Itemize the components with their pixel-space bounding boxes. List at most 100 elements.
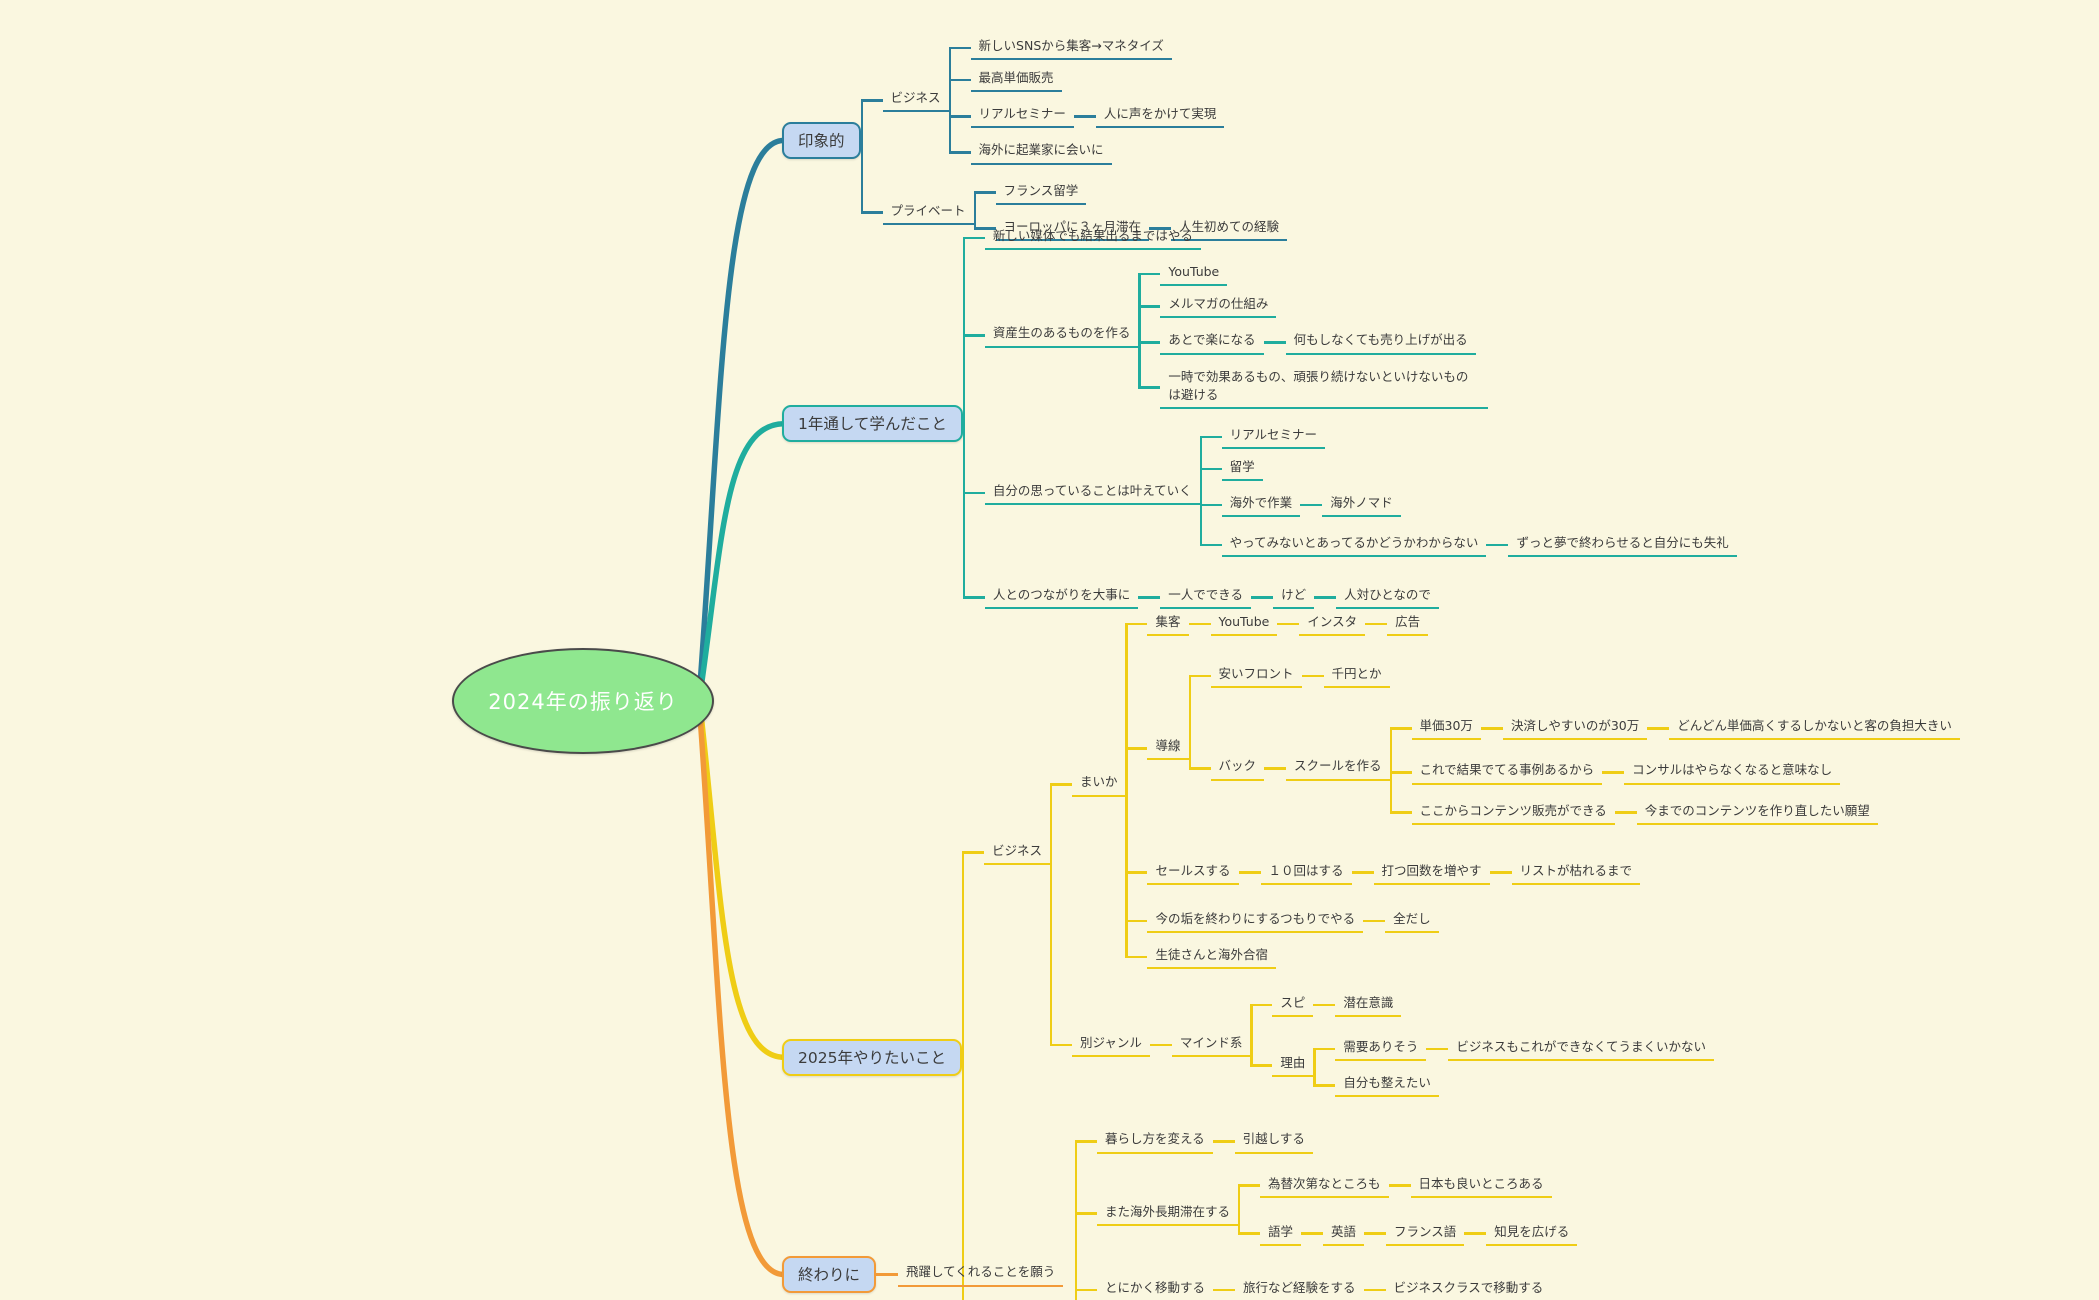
- topic[interactable]: これで結果でてる事例あるから: [1411, 760, 1603, 785]
- topic[interactable]: とにかく移動する: [1096, 1278, 1213, 1300]
- topic[interactable]: 人対ひとなので: [1336, 585, 1439, 610]
- topic[interactable]: 打つ回数を増やす: [1373, 861, 1490, 885]
- subtree: リストが枯れるまで: [1511, 861, 1641, 885]
- children-group: マインド系スピ潜在意識理由需要ありそうビジネスもこれができなくてうまくいかない自…: [1149, 981, 1715, 1109]
- topic[interactable]: 引越しする: [1234, 1129, 1313, 1154]
- topic[interactable]: 新しい媒体でも結果出るまではやる: [984, 226, 1201, 251]
- topic[interactable]: 最高単価販売: [970, 68, 1062, 93]
- branch-node-lessons[interactable]: 1年通して学んだこと: [782, 405, 963, 443]
- branch-node-goals-2025[interactable]: 2025年やりたいこと: [782, 1038, 962, 1076]
- topic[interactable]: 語学: [1259, 1222, 1301, 1246]
- subtree: 理由需要ありそうビジネスもこれができなくてうまくいかない自分も整えたい: [1272, 1029, 1715, 1101]
- central-topic[interactable]: 2024年の振り返り: [452, 648, 714, 754]
- topic[interactable]: マインド系: [1171, 1033, 1251, 1058]
- children-group: YouTube インスタ広告: [1188, 600, 1429, 648]
- topic[interactable]: 人生初めての経験: [1171, 217, 1288, 241]
- topic[interactable]: 英語: [1323, 1222, 1365, 1246]
- topic[interactable]: 資産生のあるものを作る: [984, 323, 1139, 348]
- topic[interactable]: 導線: [1147, 736, 1189, 761]
- topic[interactable]: 今の垢を終わりにするつもりでやる: [1147, 909, 1364, 933]
- topic[interactable]: 一人でできる: [1160, 585, 1252, 610]
- topic[interactable]: 潜在意識: [1335, 993, 1402, 1018]
- subtree: 為替次第なところも日本も良いところある: [1259, 1170, 1577, 1202]
- connector-cell: 暮らし方を変える引越しする: [1074, 1121, 1577, 1162]
- topic[interactable]: YouTube: [1210, 612, 1278, 637]
- topic[interactable]: 生徒さんと海外合宿: [1147, 945, 1276, 969]
- topic[interactable]: リアルセミナー: [970, 104, 1074, 129]
- topic[interactable]: フランス語: [1386, 1222, 1465, 1246]
- children-group: 飛躍してくれることを願う: [876, 1258, 1064, 1290]
- connector-cell: 留学: [1199, 452, 1737, 486]
- topic[interactable]: 旅行など経験をする: [1234, 1278, 1364, 1300]
- topic[interactable]: ずっと夢で終わらせると自分にも失礼: [1508, 533, 1737, 558]
- topic[interactable]: 千円とか: [1323, 664, 1390, 689]
- topic[interactable]: スピ: [1272, 993, 1314, 1018]
- children-group: ビジネス まいか 集客 YouTube インスタ広告導線 安いフロント千円とかバックスクー…: [961, 588, 1960, 1300]
- topic[interactable]: インスタ: [1299, 612, 1366, 637]
- topic[interactable]: YouTube: [1160, 262, 1228, 287]
- branch-node-impressive[interactable]: 印象的: [782, 121, 861, 159]
- topic[interactable]: 為替次第なところも: [1259, 1174, 1389, 1198]
- children-group: まいか 集客 YouTube インスタ広告導線 安いフロント千円とかバックスクールを作る…: [1049, 592, 1960, 1113]
- topic[interactable]: 自分の思っていることは叶えていく: [984, 481, 1200, 506]
- topic[interactable]: ここからコンテンツ販売ができる: [1411, 801, 1615, 825]
- topic[interactable]: どんどん単価高くするしかないと客の負担大きい: [1669, 716, 1960, 741]
- subtree: フランス留学: [995, 181, 1288, 205]
- topic[interactable]: 広告: [1387, 612, 1429, 637]
- children-group: ビジネスクラスで移動する: [1363, 1274, 1552, 1300]
- topic[interactable]: 今までのコンテンツを作り直したい願望: [1636, 801, 1878, 825]
- topic[interactable]: ビジネス: [983, 841, 1050, 865]
- topic[interactable]: やってみないとあってるかどうかわからない: [1221, 533, 1487, 558]
- topic[interactable]: セールスする: [1147, 861, 1239, 885]
- topic[interactable]: バック: [1210, 756, 1265, 781]
- topic[interactable]: 理由: [1272, 1053, 1314, 1078]
- topic[interactable]: １０回はする: [1260, 861, 1352, 885]
- topic[interactable]: 別ジャンル: [1071, 1033, 1150, 1058]
- topic[interactable]: 一時で効果あるもの、頑張り続けないといけないものは避ける: [1160, 367, 1489, 409]
- topic[interactable]: リストが枯れるまで: [1511, 861, 1641, 885]
- subtree: とにかく移動する旅行など経験をするビジネスクラスで移動する: [1096, 1270, 1577, 1300]
- children-group: ビジネス 新しいSNSから集客→マネタイズ最高単価販売リアルセミナー人に声をかけて…: [860, 28, 1288, 253]
- topic[interactable]: あとで楽になる: [1160, 330, 1264, 355]
- topic[interactable]: 自分も整えたい: [1335, 1073, 1439, 1098]
- topic[interactable]: また海外長期滞在する: [1096, 1202, 1238, 1226]
- topic[interactable]: 人とのつながりを大事に: [984, 585, 1139, 610]
- topic[interactable]: 需要ありそう: [1335, 1037, 1427, 1062]
- topic[interactable]: 全だし: [1385, 909, 1439, 933]
- subtree: 潜在意識: [1335, 993, 1402, 1018]
- topic[interactable]: 留学: [1221, 457, 1263, 481]
- topic[interactable]: けど: [1273, 585, 1315, 610]
- topic[interactable]: 人に声をかけて実現: [1095, 104, 1225, 129]
- topic[interactable]: 安いフロント: [1210, 664, 1302, 689]
- topic[interactable]: 海外ノマド: [1322, 493, 1401, 518]
- connector-cell: 新しい媒体でも結果出るまではやる: [962, 222, 1737, 255]
- topic[interactable]: 決済しやすいのが30万: [1502, 716, 1648, 741]
- topic[interactable]: ビジネスもこれができなくてうまくいかない: [1448, 1037, 1715, 1062]
- connector-cell: 海外ノマド: [1300, 489, 1401, 521]
- topic[interactable]: 海外に起業家に会いに: [970, 140, 1112, 165]
- topic[interactable]: ビジネス: [882, 88, 949, 113]
- topic[interactable]: 単価30万: [1411, 716, 1481, 741]
- connector-cell: フランス語知見を広げる: [1364, 1214, 1578, 1254]
- subtree: 英語フランス語知見を広げる: [1323, 1214, 1578, 1254]
- connector-cell: 人とのつながりを大事に一人でできるけど人対ひとなので: [962, 569, 1737, 625]
- topic[interactable]: 集客: [1147, 612, 1189, 637]
- topic[interactable]: 新しいSNSから集客→マネタイズ: [970, 36, 1172, 61]
- topic[interactable]: フランス留学: [995, 181, 1087, 205]
- topic[interactable]: スクールを作る: [1286, 756, 1390, 781]
- topic[interactable]: 飛躍してくれることを願う: [898, 1262, 1064, 1287]
- topic[interactable]: 何もしなくても売り上げが出る: [1285, 330, 1476, 355]
- topic[interactable]: 海外で作業: [1221, 493, 1301, 518]
- topic[interactable]: ビジネスクラスで移動する: [1385, 1278, 1552, 1300]
- topic[interactable]: プライベート: [882, 201, 974, 225]
- topic[interactable]: メルマガの仕組み: [1160, 294, 1277, 319]
- topic[interactable]: 暮らし方を変える: [1096, 1129, 1213, 1154]
- topic[interactable]: 知見を広げる: [1486, 1222, 1578, 1246]
- topic[interactable]: ヨーロッパに３ヶ月滞在: [995, 217, 1150, 241]
- topic[interactable]: リアルセミナー: [1221, 425, 1326, 449]
- branch-node-closing[interactable]: 終わりに: [782, 1256, 877, 1293]
- topic[interactable]: まいか: [1071, 772, 1126, 797]
- topic[interactable]: コンサルはやらなくなると意味なし: [1624, 760, 1841, 785]
- topic[interactable]: 日本も良いところある: [1410, 1174, 1552, 1198]
